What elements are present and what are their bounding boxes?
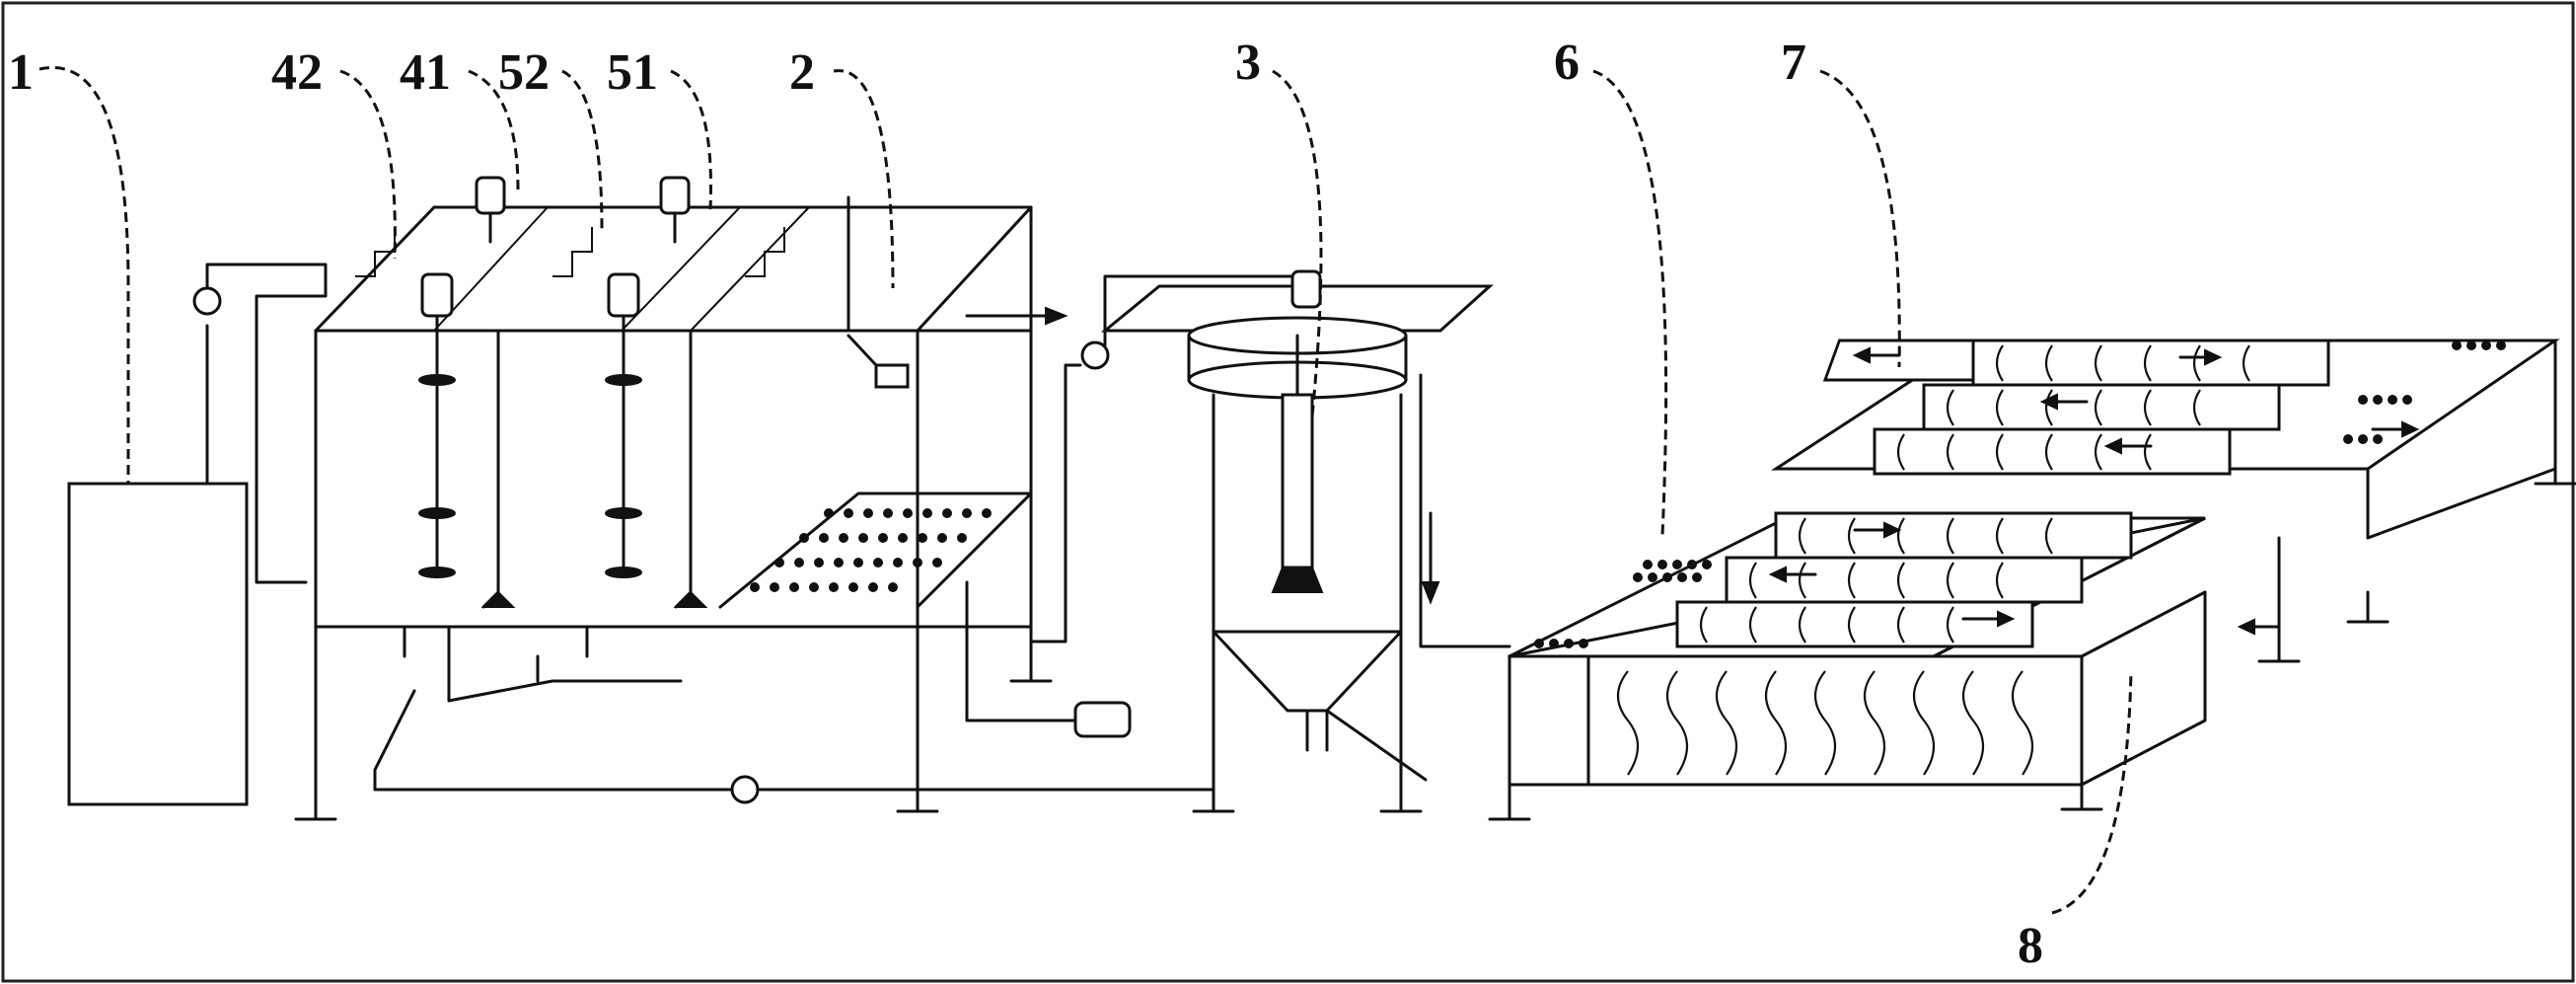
label-51: 51	[607, 44, 658, 101]
label-8: 8	[2018, 918, 2043, 974]
leader-lines	[38, 66, 2133, 915]
label-42: 42	[271, 44, 323, 101]
diffuser-array-2	[750, 508, 992, 592]
wetland-6-waves	[1616, 670, 2034, 776]
label-7: 7	[1781, 35, 1806, 91]
settling-tank-2	[718, 195, 1294, 738]
wetland-basin-7	[1675, 339, 2576, 663]
stirrer-motor-52	[605, 272, 642, 578]
feed-pump-icon	[192, 286, 222, 316]
label-6: 6	[1554, 35, 1580, 91]
label-52: 52	[498, 44, 550, 101]
return-pump-icon	[730, 775, 760, 804]
label-41: 41	[400, 44, 451, 101]
label-1: 1	[8, 44, 34, 101]
label-3: 3	[1235, 35, 1261, 91]
wetland-6-plants	[1534, 560, 1712, 648]
reaction-tank-block	[294, 176, 1215, 821]
stirrer-motor-51	[659, 176, 691, 244]
clarifier-3	[1100, 269, 1511, 813]
transfer-pump-icon	[1080, 341, 1110, 370]
stirrer-motor-41	[475, 176, 506, 244]
channel-rows	[1675, 339, 2330, 648]
wetland-7-plants	[2343, 341, 2506, 444]
flow-arrows	[1768, 346, 2420, 636]
air-blower-icon	[1073, 701, 1132, 738]
channel-waves	[1699, 344, 2250, 643]
feed-tank-1	[67, 263, 328, 806]
label-2: 2	[789, 44, 815, 101]
stirrer-motor-42	[418, 272, 456, 578]
